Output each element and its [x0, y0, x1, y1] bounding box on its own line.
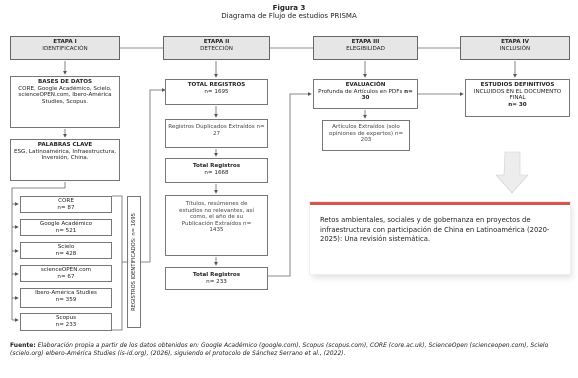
source-name: CORE	[58, 198, 74, 204]
excluded-text: Títulos, resúmenes de estudios no releva…	[179, 201, 254, 234]
down-arrow-icon	[495, 151, 529, 194]
duplicates-box: Registros Duplicados Extraídos n= 27	[165, 119, 268, 148]
total-records-3-box: Total Registros n= 233	[165, 267, 268, 290]
source-count: n= 67	[57, 273, 75, 280]
sources-bracket-left	[11, 187, 65, 320]
source-google-academico: Google Académico n= 521	[20, 219, 112, 236]
identified-records-box: REGISTROS IDENTIFICADOS: n= 1695	[127, 196, 141, 328]
source-name: Scielo	[57, 244, 75, 250]
caption-lead: Fuente:	[10, 342, 36, 349]
source-count: n= 87	[57, 204, 75, 211]
duplicates-text: Registros Duplicados Extraídos n= 27	[168, 124, 265, 137]
total-records-2-value: n= 1668	[204, 169, 229, 176]
stage-2-name: DETECCIÓN	[200, 46, 233, 52]
caption-text: Elaboración propia a partir de los datos…	[10, 342, 549, 358]
keywords-box: PALABRAS CLAVE ESG, Latinoamérica, Infra…	[10, 139, 120, 181]
figure-number: Figura 3	[272, 4, 306, 12]
databases-text: CORE, Google Académico, Scielo, scienceO…	[18, 85, 112, 105]
keywords-text: ESG, Latinoamérica, Infraestructura, Inv…	[13, 148, 117, 162]
stage-2-header: ETAPA II DETECCIÓN	[163, 36, 270, 60]
evaluation-text-line: Profunda de Artículos en PDFs n= 30	[316, 89, 415, 102]
final-studies-value: n= 30	[508, 101, 527, 108]
stage-4-name: INCLUSIÓN	[499, 46, 531, 52]
source-name: Ibero-América Studies	[35, 290, 97, 296]
arrow-identified-total	[141, 88, 166, 263]
source-ibero-america: Ibero-América Studies n= 359	[20, 288, 112, 308]
evaluation-value: n= 30	[361, 88, 413, 102]
stage-2-label: ETAPA II	[203, 39, 230, 45]
figure-title: Diagrama de Flujo de estudios PRISMA	[221, 12, 357, 20]
stage-4-label: ETAPA IV	[501, 39, 529, 45]
stage-4-header: ETAPA IV INCLUSIÓN	[460, 36, 570, 60]
stage-1-header: ETAPA I IDENTIFICACIÓN	[10, 36, 120, 60]
evaluation-box: EVALUACIÓN Profunda de Artículos en PDFs…	[313, 79, 418, 109]
source-count: n= 359	[55, 296, 77, 303]
databases-box: BASES DE DATOS CORE, Google Académico, S…	[10, 76, 120, 128]
total-records-2-title: Total Registros	[192, 163, 241, 169]
stage-1-name: IDENTIFICACIÓN	[42, 46, 88, 52]
total-records-title: TOTAL REGISTROS	[187, 82, 246, 88]
extracted-box: Artículos Extraídos (solo opiniones de e…	[322, 120, 410, 151]
arrow-total3-eval	[268, 92, 312, 277]
figure-caption: Fuente: Elaboración propia a partir de l…	[10, 342, 570, 358]
final-studies-title: ESTUDIOS DEFINITIVOS	[480, 82, 555, 88]
total-records-3-title: Total Registros	[192, 272, 241, 278]
evaluation-text: Profunda de Artículos en PDFs	[318, 88, 403, 95]
final-studies-box: ESTUDIOS DEFINITIVOS INCLUIDOS EN EL DOC…	[465, 79, 570, 117]
source-count: n= 521	[55, 227, 77, 234]
evaluation-title: EVALUACIÓN	[345, 82, 386, 88]
keywords-title: PALABRAS CLAVE	[37, 142, 93, 148]
identified-records-label: REGISTROS IDENTIFICADOS: n= 1695	[131, 213, 137, 311]
accent-bar	[310, 202, 570, 205]
total-records-box: TOTAL REGISTROS n= 1695	[165, 79, 268, 105]
source-core: CORE n= 87	[20, 196, 112, 213]
source-scielo: Scielo n= 428	[20, 242, 112, 259]
stage-3-header: ETAPA III ELEGIBILIDAD	[313, 36, 418, 60]
stage-3-name: ELEGIBILIDAD	[346, 46, 385, 52]
source-scopus: Scopus n= 233	[20, 313, 112, 331]
stage-1-label: ETAPA I	[53, 39, 77, 45]
source-name: Scopus	[55, 315, 77, 321]
stage-3-label: ETAPA III	[351, 39, 380, 45]
source-count: n= 233	[55, 321, 77, 328]
total-records-2-box: Total Registros n= 1668	[165, 158, 268, 183]
sources-bracket-right	[112, 195, 123, 331]
databases-title: BASES DE DATOS	[38, 79, 92, 85]
source-name: Google Académico	[39, 221, 93, 227]
total-records-value: n= 1695	[204, 88, 229, 95]
final-studies-text: INCLUIDOS EN EL DOCUMENTO FINAL	[473, 88, 562, 102]
extracted-text: Artículos Extraídos (solo opiniones de e…	[328, 124, 404, 144]
total-records-3-value: n= 233	[206, 278, 227, 285]
article-title-text: Retos ambientales, sociales y de goberna…	[320, 216, 550, 243]
article-title-card: Retos ambientales, sociales y de goberna…	[310, 202, 570, 274]
source-scienceopen: scienceOPEN.com n= 67	[20, 265, 112, 282]
source-count: n= 428	[55, 250, 77, 257]
excluded-box: Títulos, resúmenes de estudios no releva…	[165, 195, 268, 256]
source-name: scienceOPEN.com	[40, 267, 92, 273]
